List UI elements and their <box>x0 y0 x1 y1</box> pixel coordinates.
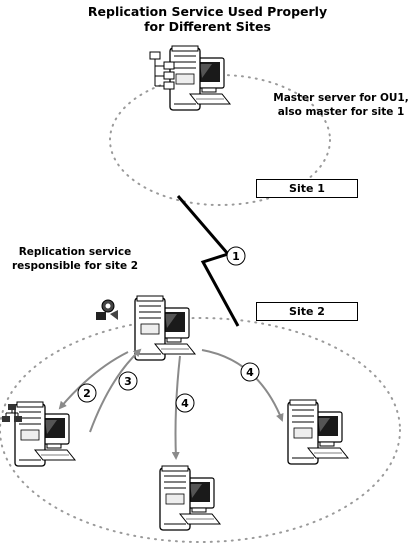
svg-text:2: 2 <box>83 387 91 400</box>
right-server-icon <box>287 399 349 465</box>
bottom-server-icon <box>159 465 221 531</box>
arrow-step-2 <box>58 351 129 410</box>
step-badge: 4 <box>175 393 195 413</box>
arrow-step-3 <box>89 348 142 433</box>
svg-text:4: 4 <box>181 397 189 410</box>
step-badge: 1 <box>226 246 246 266</box>
svg-text:1: 1 <box>232 250 240 263</box>
wan-link-bolt <box>176 195 240 327</box>
site1-boundary <box>109 74 331 206</box>
step-badge: 2 <box>77 383 97 403</box>
site2-label: Site 2 <box>256 302 358 321</box>
step-badge: 3 <box>118 371 138 391</box>
svg-text:4: 4 <box>246 366 254 379</box>
site1-label: Site 1 <box>256 179 358 198</box>
title-line-1: Replication Service Used Properly <box>87 4 328 19</box>
svg-text:3: 3 <box>124 375 132 388</box>
master-server-note: Master server for OU1, also master for s… <box>268 91 414 119</box>
ldap-tree-icon <box>149 51 175 90</box>
replication-server-icon <box>134 295 196 361</box>
title-line-2: for Different Sites <box>144 19 271 34</box>
arrow-step-4-right <box>201 349 284 422</box>
master-server-icon <box>169 45 231 111</box>
master-note-line-1: Master server for OU1, <box>273 92 409 104</box>
master-note-line-2: also master for site 1 <box>277 106 405 118</box>
network-icon <box>2 404 22 422</box>
arrow-step-4-bottom <box>171 355 181 460</box>
replication-note-line-1: Replication service <box>18 246 132 258</box>
diagram-title: Replication Service Used Properly for Di… <box>0 4 415 34</box>
left-server-icon <box>14 401 76 467</box>
replication-note-line-2: responsible for site 2 <box>11 260 139 272</box>
site2-boundary <box>0 317 401 543</box>
step-badge: 4 <box>240 362 260 382</box>
network-icon <box>96 299 118 320</box>
replication-service-note: Replication service responsible for site… <box>2 245 148 273</box>
